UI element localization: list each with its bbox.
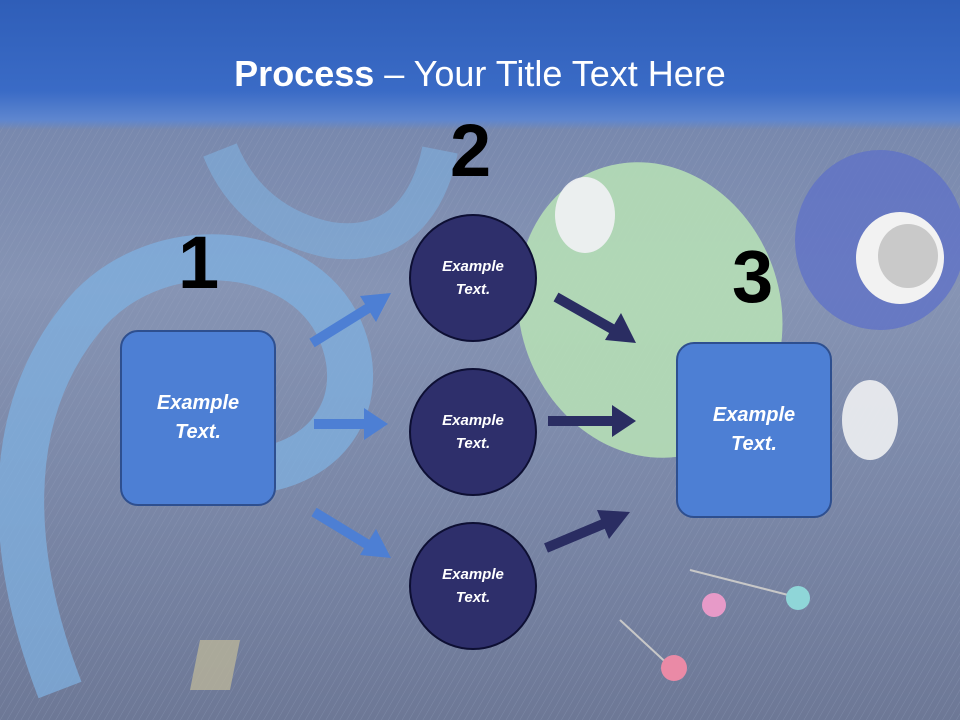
circle-middle-line1: Example (442, 412, 504, 429)
title-bold: Process (234, 53, 375, 94)
circle-middle-line2: Text. (455, 435, 491, 452)
right-box-line2: Text. (731, 433, 777, 455)
left-box-line2: Text. (175, 421, 221, 443)
page-title: Process – Your Title Text Here (0, 52, 960, 96)
right-box-line1: Example (712, 404, 796, 426)
arrow-left-to-top (309, 293, 391, 348)
arrow-left-to-middle (314, 408, 388, 440)
circle-bottom-line2: Text. (455, 589, 491, 606)
arrow-bottom-to-right (544, 510, 630, 553)
circle-top-line1: Example (442, 258, 504, 275)
circle-top-line2: Text. (455, 281, 491, 298)
title-dash: – (374, 53, 414, 94)
title-bar (0, 0, 960, 130)
arrow-left-to-bottom (311, 507, 391, 558)
circle-bottom-line1: Example (442, 566, 504, 583)
step-number-1: 1 (178, 221, 220, 304)
step-number-3: 3 (732, 235, 774, 318)
arrow-middle-to-right (548, 405, 636, 437)
step-number-2: 2 (450, 109, 492, 192)
left-box-line1: Example (156, 392, 240, 414)
title-rest: Your Title Text Here (413, 53, 726, 94)
arrow-top-to-right (553, 292, 636, 343)
